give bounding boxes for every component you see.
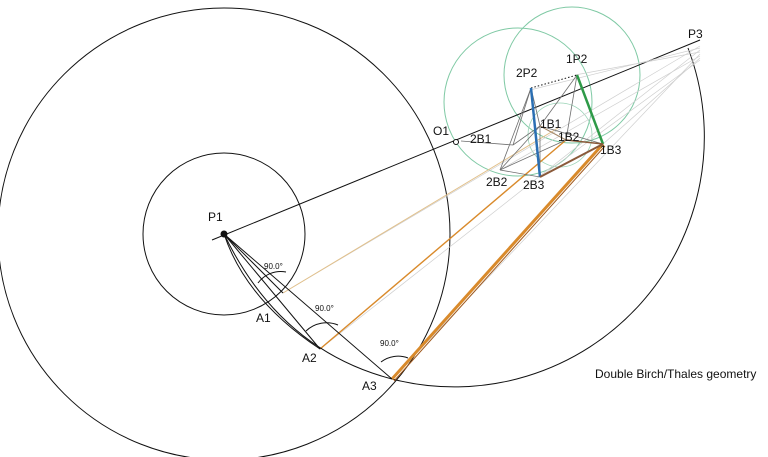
thales-circle-2 [443,27,593,177]
ray-a2 [319,139,567,350]
link-2p2-2b3 [529,87,542,178]
outer-circle [0,7,451,457]
link-1b1-1b2 [539,125,567,141]
label-o1: O1 [433,124,449,138]
link-2b3-1b3 [539,143,604,178]
label-2b3: 2B3 [523,178,545,192]
label-1b1: 1B1 [540,117,562,131]
p2-dotted-line [530,74,578,89]
angle-arc-1 [257,271,287,284]
label-p1: P1 [208,210,223,224]
angle-label-2: 90.0° [315,304,334,313]
ray-a3-shadow [393,145,606,382]
label-2b2: 2B2 [486,175,508,189]
label-2b1: 2B1 [470,132,492,146]
label-1b2: 1B2 [558,130,580,144]
label-1b3: 1B3 [600,143,622,157]
link-1p2-1b3 [575,74,605,145]
p1-pivot-dot [220,230,228,238]
diagram-caption: Double Birch/Thales geometry [595,367,756,381]
thales-circle-1 [503,6,641,144]
o1-marker [453,139,459,145]
angle-arc-2 [305,322,339,332]
label-1p2: 1P2 [566,52,588,66]
inner-circle [142,152,306,316]
label-a1: A1 [256,311,271,325]
angle-arc-3 [380,355,409,363]
faint-rays [282,45,701,380]
crank-lines [223,233,393,380]
link-1b2-1b3 [565,139,604,145]
label-2p2: 2P2 [516,66,538,80]
ray-a1 [282,127,559,294]
label-a3: A3 [362,379,377,393]
crank-arc [391,47,705,388]
label-a2: A2 [302,351,317,365]
angle-label-3: 90.0° [380,339,399,348]
ray-a3 [390,142,605,381]
angle-label-1: 90.0° [264,262,283,271]
label-p3: P3 [688,27,703,41]
